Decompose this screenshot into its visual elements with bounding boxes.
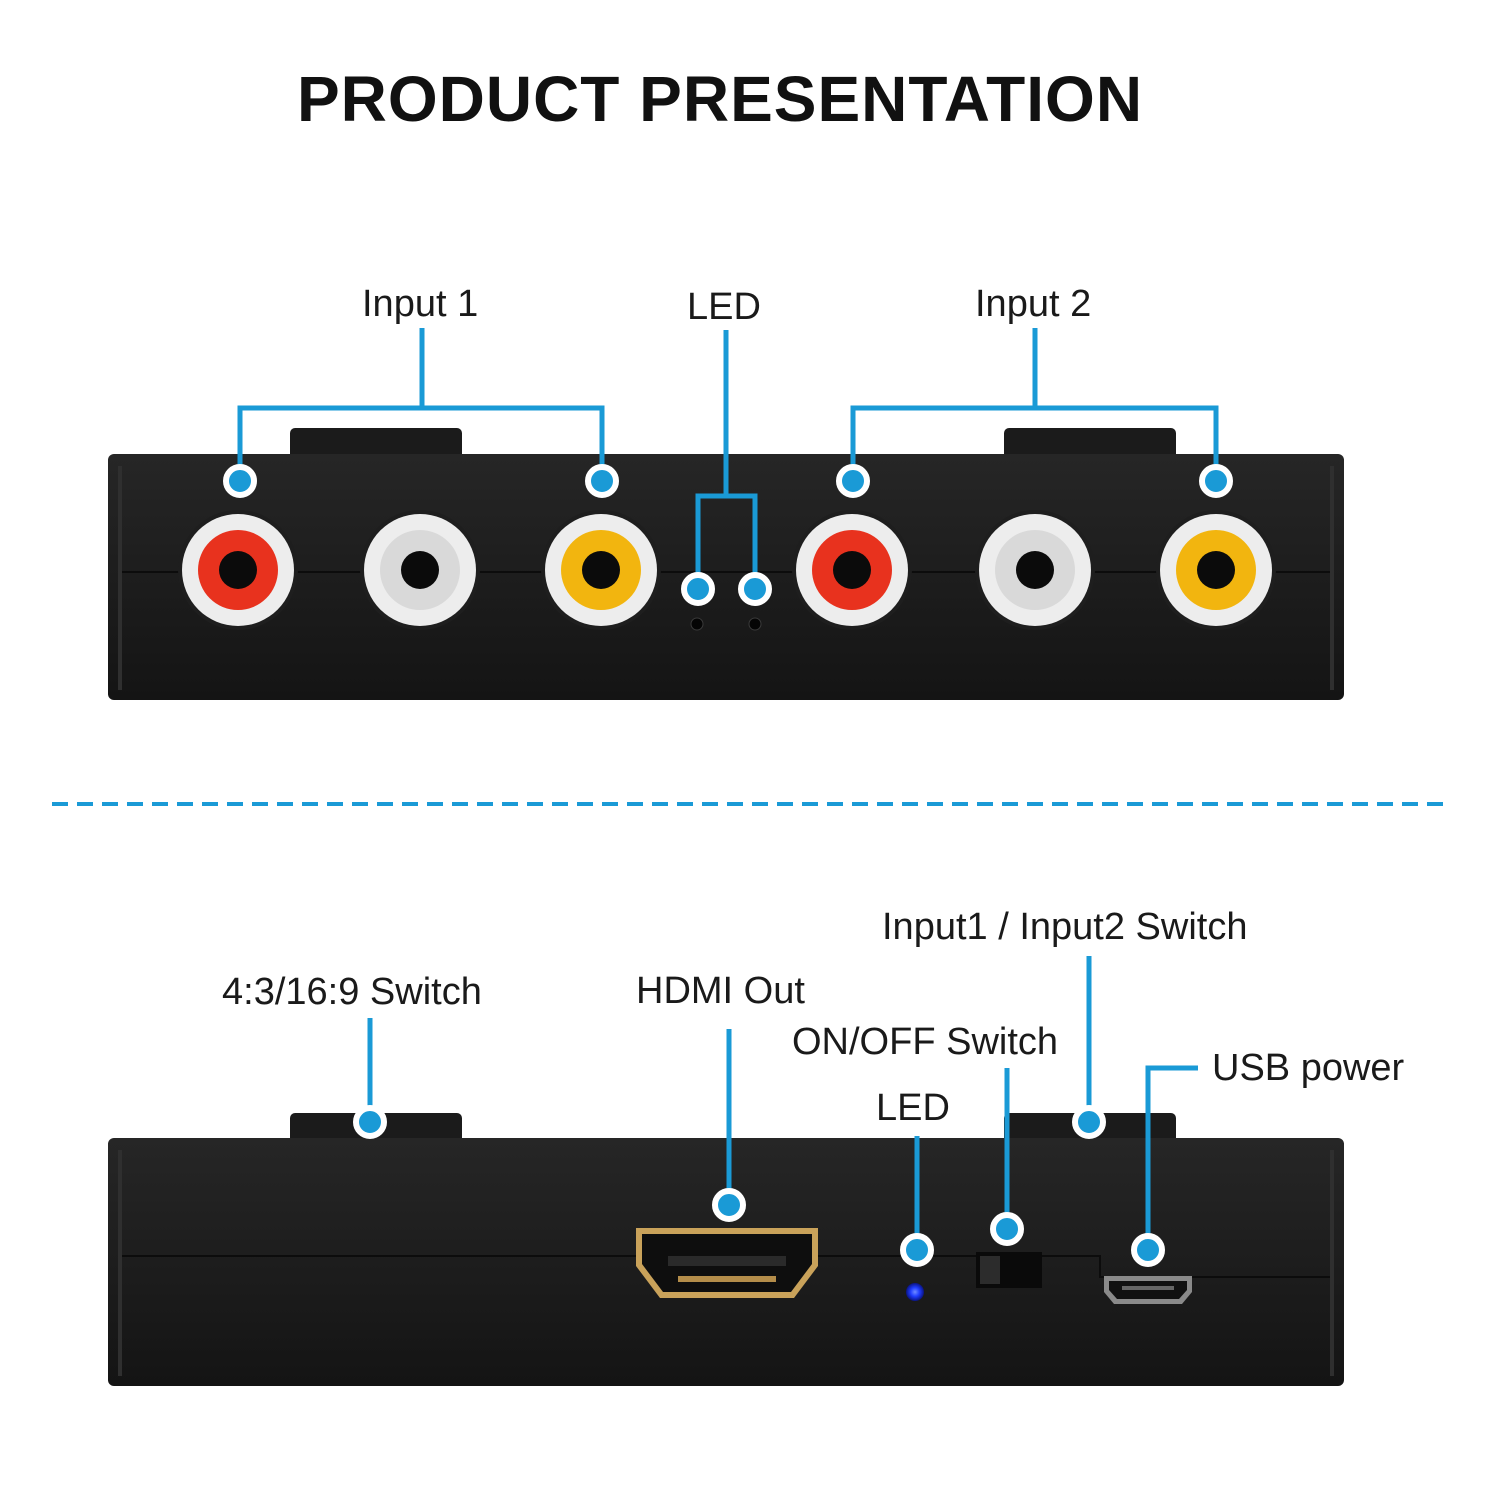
callout-dot-on-off	[990, 1212, 1024, 1246]
top-device	[108, 428, 1344, 700]
callout-dot-input1-right	[585, 464, 619, 498]
callout-dot-hdmi-out	[712, 1188, 746, 1222]
label-on-off-switch: ON/OFF Switch	[792, 1021, 1059, 1063]
callout-dot-led	[900, 1233, 934, 1267]
label-hdmi-out: HDMI Out	[636, 970, 805, 1012]
micro-usb-port	[1104, 1276, 1192, 1304]
callout-dot-aspect-switch	[353, 1105, 387, 1139]
rca-jack-yellow-2	[1156, 510, 1276, 630]
bottom-callout-dots	[353, 1105, 1165, 1267]
rca-jack-red-2	[792, 510, 912, 630]
rca-jack-yellow-1	[541, 510, 661, 630]
label-led-bottom: LED	[876, 1087, 950, 1129]
callout-dot-input2-left	[836, 464, 870, 498]
label-input-2: Input 2	[975, 283, 1092, 325]
rca-jack-white-1	[360, 510, 480, 630]
callout-dot-led-left	[681, 572, 715, 606]
page-title: PRODUCT PRESENTATION	[296, 63, 1144, 135]
rca-jack-red-1	[178, 510, 298, 630]
label-led-top: LED	[687, 286, 761, 328]
callout-dot-usb-power	[1131, 1233, 1165, 1267]
on-off-switch	[976, 1252, 1042, 1288]
bottom-device	[108, 1113, 1344, 1386]
callout-dot-input1-left	[223, 464, 257, 498]
top-knob-left	[290, 428, 462, 460]
top-callout-dots	[223, 464, 1233, 606]
led-blue	[906, 1283, 924, 1301]
label-input-1: Input 1	[362, 283, 479, 325]
callout-dot-input-switch	[1072, 1105, 1106, 1139]
label-aspect-switch: 4:3/16:9 Switch	[222, 971, 482, 1013]
label-input-switch: Input1 / Input2 Switch	[882, 906, 1248, 948]
label-usb-power: USB power	[1212, 1047, 1405, 1089]
led-hole-1	[690, 617, 704, 631]
callout-dot-input2-right	[1199, 464, 1233, 498]
callout-dot-led-right	[738, 572, 772, 606]
top-knob-right	[1004, 428, 1176, 460]
hdmi-port	[636, 1228, 818, 1298]
bottom-callouts	[367, 956, 1198, 1250]
rca-jack-white-2	[975, 510, 1095, 630]
led-hole-2	[748, 617, 762, 631]
top-callouts	[237, 328, 1219, 589]
